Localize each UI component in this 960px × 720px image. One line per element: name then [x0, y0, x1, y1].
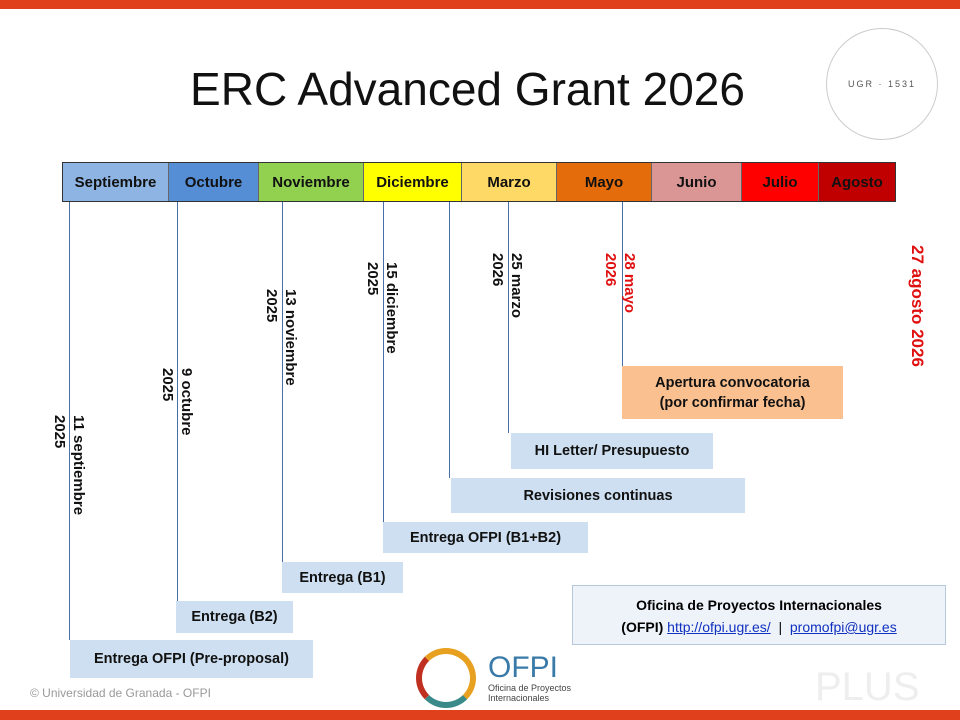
- task-entrega-b2: Entrega (B2): [176, 601, 293, 633]
- task-entrega-ofpi-b1b2: Entrega OFPI (B1+B2): [383, 522, 588, 553]
- month-septiembre: Septiembre: [63, 163, 169, 201]
- page-title: ERC Advanced Grant 2026: [190, 63, 745, 115]
- month-mayo: Mayo: [557, 163, 652, 201]
- timeline-line: [177, 202, 178, 601]
- timeline-line: [383, 202, 384, 522]
- task-hi-letter: HI Letter/ Presupuesto: [511, 433, 713, 469]
- month-noviembre: Noviembre: [259, 163, 364, 201]
- website-link[interactable]: http://ofpi.ugr.es/: [667, 619, 771, 635]
- separator: |: [778, 619, 783, 635]
- timeline-line: [508, 202, 509, 433]
- date-label-final: 27 agosto 2026: [908, 245, 927, 367]
- office-name: Oficina de Proyectos Internacionales: [636, 597, 882, 613]
- month-agosto: Agosto: [819, 163, 895, 201]
- copyright: © Universidad de Granada - OFPI: [30, 686, 211, 700]
- timeline-line: [69, 202, 70, 640]
- month-diciembre: Diciembre: [364, 163, 462, 201]
- task-entrega-b1: Entrega (B1): [282, 562, 403, 593]
- timeline-line: [282, 202, 283, 562]
- timeline-line: [449, 202, 450, 478]
- month-octubre: Octubre: [169, 163, 259, 201]
- month-junio: Junio: [652, 163, 742, 201]
- task-entrega-preproposal: Entrega OFPI (Pre-proposal): [70, 640, 313, 678]
- task-apertura: Apertura convocatoria(por confirmar fech…: [622, 366, 843, 419]
- office-abbrev: (OFPI): [621, 619, 664, 635]
- month-julio: Julio: [742, 163, 819, 201]
- watermark-text: PLUS: [815, 665, 920, 709]
- month-marzo: Marzo: [462, 163, 557, 201]
- contact-box: Oficina de Proyectos Internacionales (OF…: [572, 585, 946, 645]
- email-link[interactable]: promofpi@ugr.es: [789, 619, 897, 635]
- month-header: Septiembre Octubre Noviembre Diciembre M…: [62, 162, 896, 202]
- top-bar: [0, 0, 960, 9]
- globe-icon: [416, 648, 476, 708]
- bottom-bar: [0, 710, 960, 720]
- timeline-line: [622, 202, 623, 366]
- task-revisiones: Revisiones continuas: [451, 478, 745, 513]
- university-seal: UGR · 1531: [826, 28, 938, 140]
